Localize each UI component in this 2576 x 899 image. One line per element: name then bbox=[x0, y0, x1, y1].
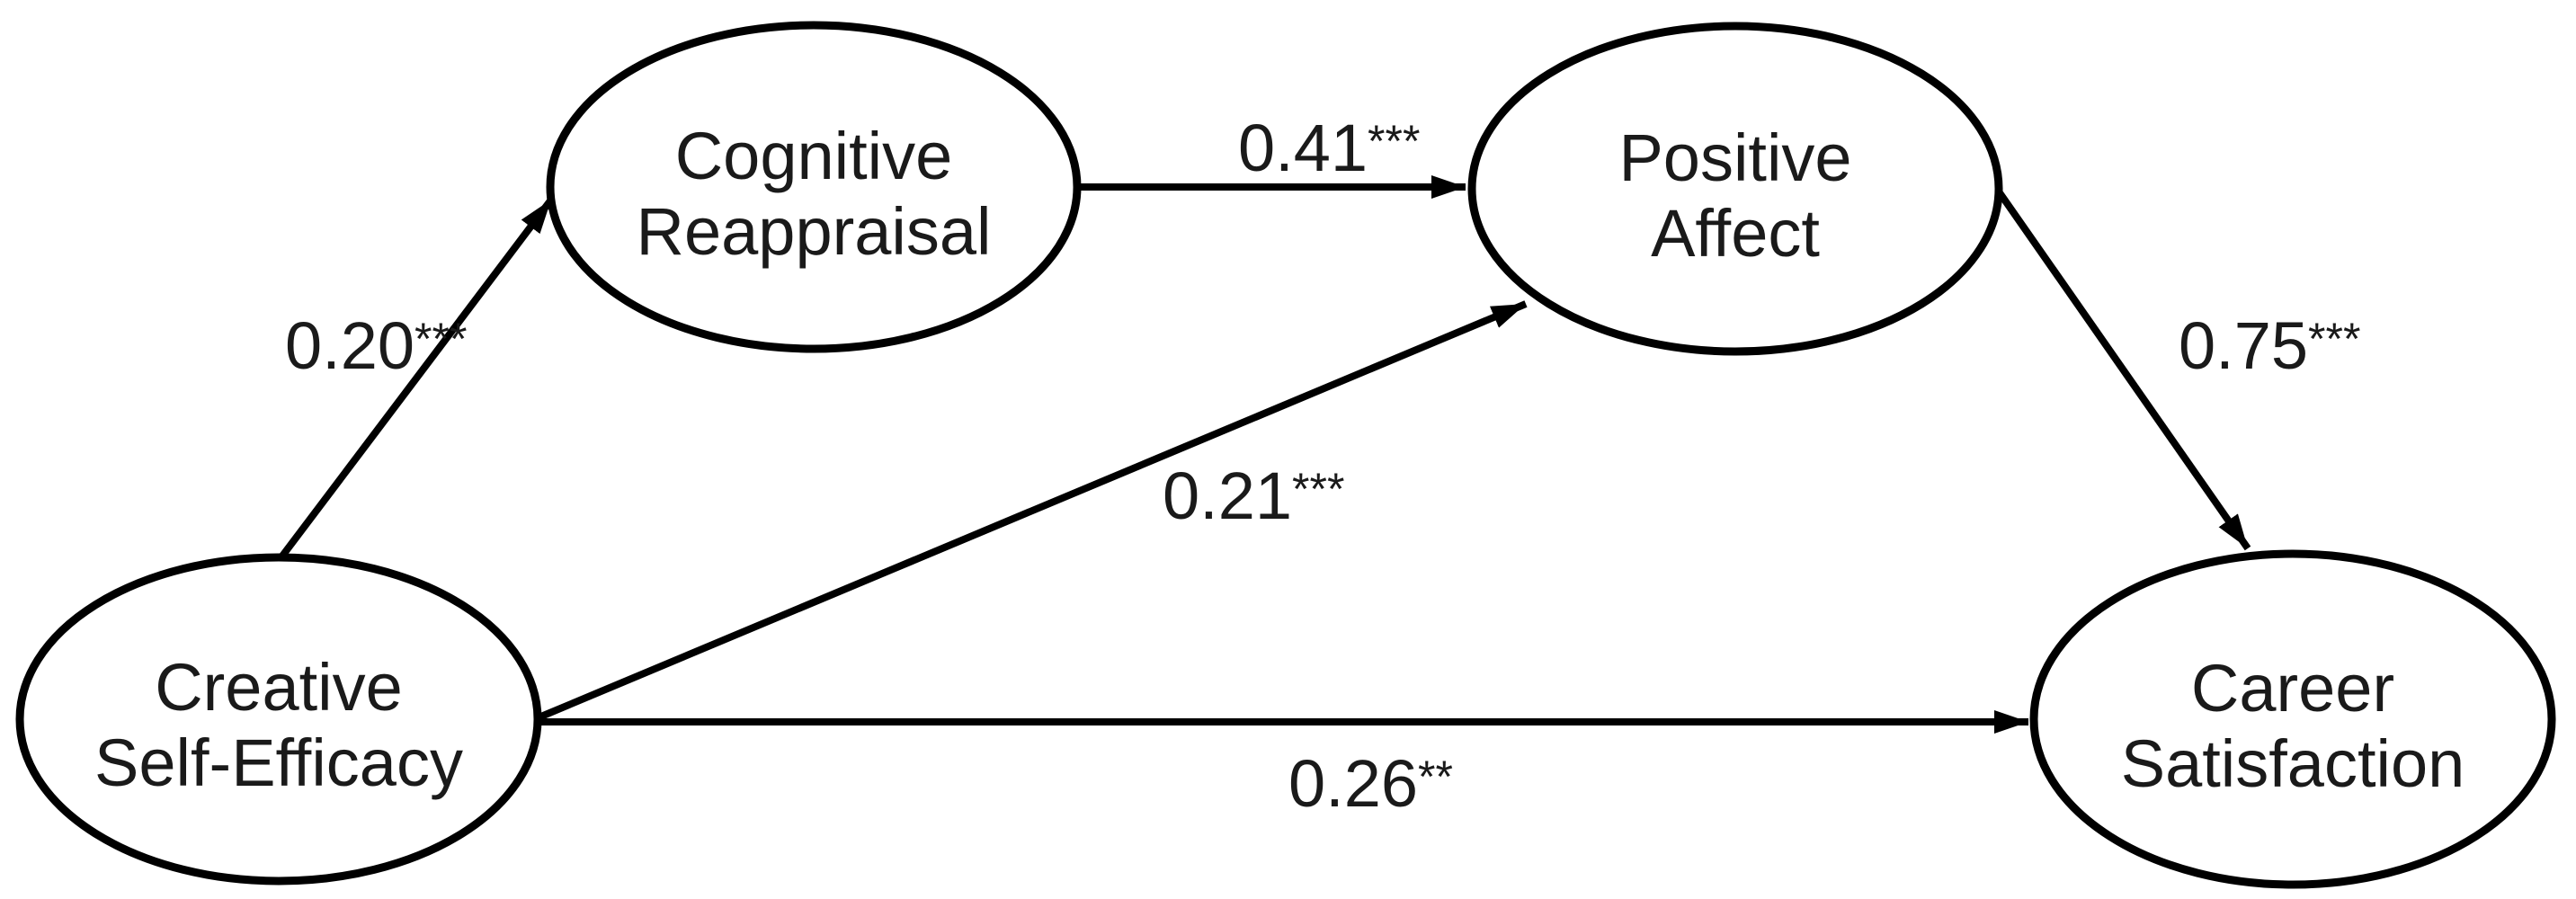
node-cognitive-reappraisal: Cognitive Reappraisal bbox=[546, 21, 1082, 353]
cognitive-reappraisal-label-line1: Cognitive bbox=[675, 119, 953, 193]
edge-cr-to-pa: 0.41*** bbox=[1077, 111, 1466, 199]
coefficient-value: 0.26 bbox=[1288, 746, 1418, 821]
positive-affect-label-line2: Affect bbox=[1651, 196, 1820, 271]
significance-stars: *** bbox=[2308, 314, 2360, 364]
edge-cse-to-cr: 0.20*** bbox=[277, 197, 555, 561]
significance-stars: ** bbox=[1418, 752, 1453, 802]
positive-affect-ellipse bbox=[1467, 22, 2003, 356]
edge-cse-to-pa-arrow bbox=[535, 300, 1528, 722]
edge-cse-to-pa-label: 0.21*** bbox=[1163, 458, 1344, 533]
significance-stars: *** bbox=[1292, 464, 1344, 514]
coefficient-value: 0.20 bbox=[285, 308, 414, 383]
coefficient-value: 0.75 bbox=[2179, 308, 2308, 383]
edge-cse-to-cr-label: 0.20*** bbox=[285, 308, 467, 383]
edge-cse-to-cs: 0.26** bbox=[537, 710, 2028, 821]
edge-pa-to-cs-label: 0.75*** bbox=[2179, 308, 2360, 383]
career-satisfaction-label-line1: Career bbox=[2191, 651, 2394, 725]
career-satisfaction-label-line2: Satisfaction bbox=[2121, 726, 2465, 801]
node-career-satisfaction: Career Satisfaction bbox=[2029, 549, 2556, 889]
node-creative-self-efficacy: Creative Self-Efficacy bbox=[15, 553, 542, 886]
node-positive-affect: Positive Affect bbox=[1467, 22, 2003, 356]
coefficient-value: 0.21 bbox=[1163, 458, 1292, 533]
edge-cse-to-pa: 0.21*** bbox=[535, 300, 1528, 722]
cognitive-reappraisal-ellipse bbox=[546, 21, 1082, 353]
creative-self-efficacy-ellipse bbox=[15, 553, 542, 886]
edge-cse-to-cr-arrow bbox=[277, 197, 555, 561]
coefficient-value: 0.41 bbox=[1238, 111, 1368, 185]
cognitive-reappraisal-label-line2: Reappraisal bbox=[637, 194, 992, 269]
creative-self-efficacy-label-line2: Self-Efficacy bbox=[94, 725, 463, 800]
career-satisfaction-ellipse bbox=[2029, 549, 2556, 889]
creative-self-efficacy-label-line1: Creative bbox=[155, 650, 403, 725]
significance-stars: *** bbox=[1368, 116, 1420, 166]
significance-stars: *** bbox=[414, 314, 467, 364]
edge-pa-to-cs-arrow bbox=[1995, 189, 2251, 551]
edge-pa-to-cs: 0.75*** bbox=[1995, 189, 2360, 551]
edge-cr-to-pa-label: 0.41*** bbox=[1238, 111, 1420, 185]
edge-cse-to-cs-label: 0.26** bbox=[1288, 746, 1453, 821]
positive-affect-label-line1: Positive bbox=[1618, 120, 1851, 195]
